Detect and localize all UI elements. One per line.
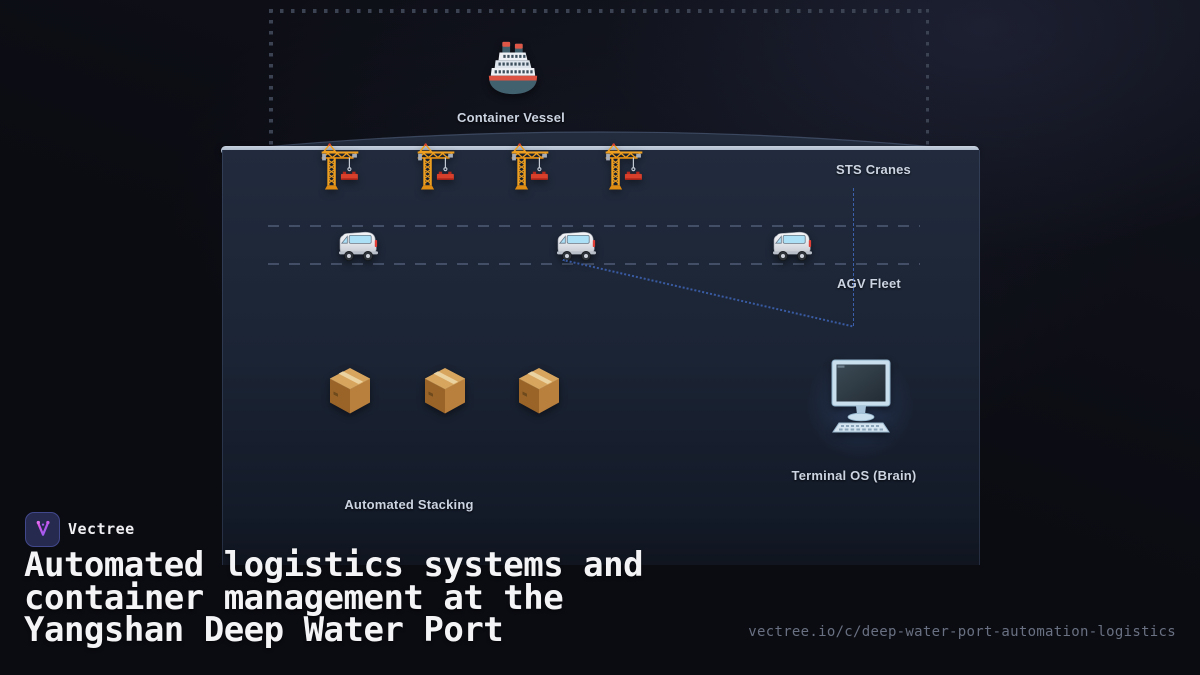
sts-cranes-label: STS Cranes <box>836 162 911 177</box>
crane-icon <box>511 143 549 190</box>
automated-stacking-label: Automated Stacking <box>344 497 474 512</box>
agv-lane-line <box>268 225 920 227</box>
agv-van-icon <box>769 227 815 265</box>
agv-van-icon <box>335 227 381 265</box>
waterline-border-right <box>925 9 929 145</box>
vectree-logo <box>25 512 60 547</box>
package-icon <box>423 367 467 417</box>
agv-lane-line <box>268 263 920 265</box>
page-url: vectree.io/c/deep-water-port-automation-… <box>748 624 1176 640</box>
page-title: Automated logistics systems and containe… <box>24 545 644 650</box>
agv-van-icon <box>553 227 599 265</box>
ship-icon <box>484 38 542 96</box>
package-icon <box>517 367 561 417</box>
terminal-os-label: Terminal OS (Brain) <box>791 468 917 483</box>
package-icon <box>328 367 372 417</box>
vectree-logo-icon <box>28 515 58 545</box>
waterline-dotted-border <box>269 9 929 145</box>
crane-icon <box>321 143 359 190</box>
computer-icon <box>827 359 895 435</box>
vessel-label: Container Vessel <box>457 110 565 125</box>
waterline-border-top <box>269 9 929 13</box>
crane-icon <box>605 143 643 190</box>
waterline-border-left <box>269 9 273 145</box>
brand-name: Vectree <box>68 520 135 538</box>
crane-icon <box>417 143 455 190</box>
connector-vertical-dashed-line <box>853 188 854 326</box>
agv-fleet-label: AGV Fleet <box>837 276 901 291</box>
